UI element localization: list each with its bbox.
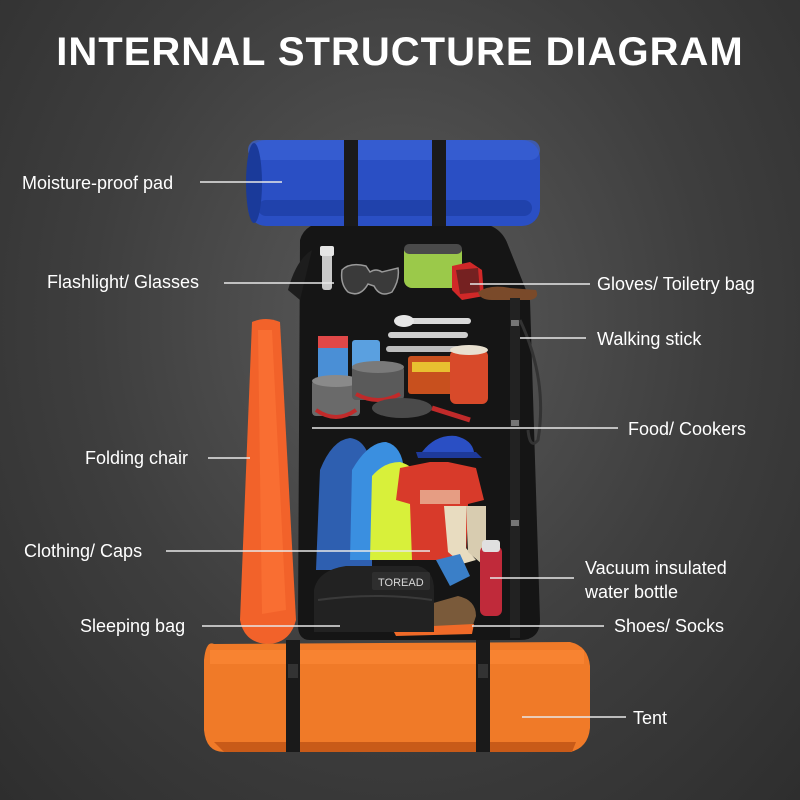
brand-text: TOREAD (378, 577, 424, 589)
label-tent: Tent (633, 708, 668, 728)
toiletry-bag-gloves-image (404, 244, 484, 300)
utensils-image (386, 315, 471, 352)
label-gloves-toiletry: Gloves/ Toiletry bag (597, 274, 755, 294)
sleeping-bag-image: TOREAD (314, 566, 434, 632)
label-folding-chair: Folding chair (85, 448, 189, 468)
label-shoes-socks: Shoes/ Socks (614, 616, 725, 636)
folding-chair-image (240, 319, 296, 644)
water-bottle-image (480, 540, 502, 616)
label-sleeping-bag: Sleeping bag (80, 616, 186, 636)
tent-image (204, 640, 590, 752)
moisture-pad-image (246, 140, 540, 226)
cookers-image (312, 361, 471, 423)
label-bottle-line1: Vacuum insulated (585, 558, 727, 578)
label-bottle-line2: water bottle (585, 582, 679, 602)
label-clothing-caps: Clothing/ Caps (24, 541, 143, 561)
label-flashlight-glasses: Flashlight/ Glasses (47, 272, 200, 292)
label-food-cookers: Food/ Cookers (628, 419, 747, 439)
food-image (318, 336, 488, 404)
label-moisture-pad: Moisture-proof pad (22, 173, 174, 193)
walking-stick-image (478, 286, 543, 638)
page-title: INTERNAL STRUCTURE DIAGRAM (56, 30, 744, 74)
socks-image (444, 506, 496, 564)
label-walking-stick: Walking stick (597, 329, 702, 349)
cap-image (416, 435, 482, 458)
flashlight-glasses-image (320, 246, 400, 295)
